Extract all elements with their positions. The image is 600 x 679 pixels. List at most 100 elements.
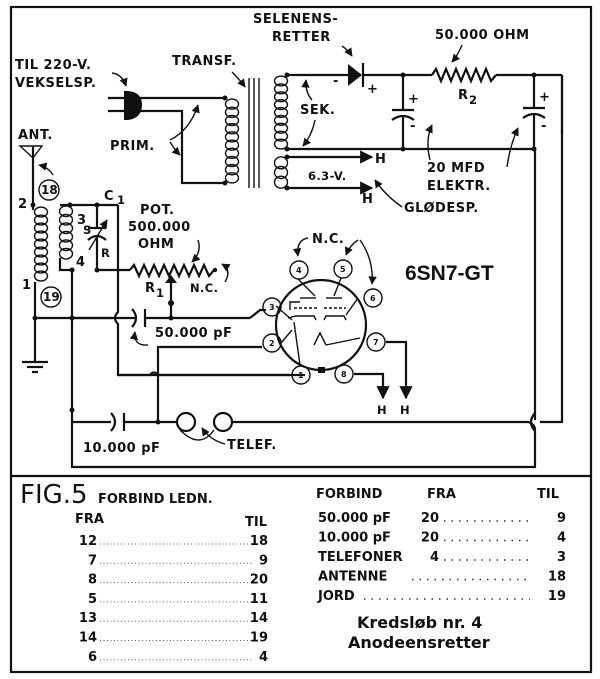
pot-arrow bbox=[191, 239, 201, 263]
svg-text:19: 19 bbox=[250, 631, 268, 646]
cap-50000-label: 50.000 pF bbox=[155, 326, 232, 341]
selenium-rectifier bbox=[345, 63, 400, 87]
variable-capacitor-c1 bbox=[87, 205, 108, 270]
capacitor-10000pf bbox=[110, 412, 176, 432]
svg-text:14: 14 bbox=[79, 631, 97, 646]
antenna-coil bbox=[33, 206, 49, 282]
tube-pin-6: 6 bbox=[363, 288, 383, 308]
tube-nc-label: N.C. bbox=[312, 232, 344, 247]
component-table-row: JORD 19 bbox=[317, 589, 566, 604]
svg-text:20: 20 bbox=[250, 573, 268, 588]
component-col-component: FORBIND bbox=[316, 487, 383, 502]
potentiometer-r1 bbox=[129, 262, 218, 306]
svg-text:4: 4 bbox=[296, 266, 302, 275]
c1-stator: S bbox=[83, 223, 92, 237]
terminal-18 bbox=[38, 179, 60, 201]
headphones-label: TELEF. bbox=[227, 438, 277, 453]
heater-terminal-h2: H bbox=[362, 192, 373, 207]
mains-label-1: TIL 220-V. bbox=[15, 58, 91, 73]
rectifier-label-1: SELENENS- bbox=[253, 12, 338, 27]
mains-plug bbox=[108, 91, 142, 120]
tube-pin-4: 4 bbox=[289, 260, 309, 280]
tube-pin-3: 3 bbox=[262, 297, 282, 317]
svg-text:13: 13 bbox=[79, 611, 97, 626]
svg-text:8: 8 bbox=[88, 573, 97, 588]
svg-text:6: 6 bbox=[88, 650, 97, 665]
transformer-core bbox=[248, 78, 260, 188]
svg-text:4: 4 bbox=[259, 650, 268, 665]
c1-sub: 1 bbox=[117, 193, 125, 207]
r2-name: R bbox=[458, 88, 469, 103]
heater-supply-label: GLØDESP. bbox=[404, 201, 479, 216]
b-plus-return bbox=[540, 420, 564, 424]
coil-terminal-2: 2 bbox=[18, 197, 28, 212]
capacitor-50000pf bbox=[118, 308, 266, 328]
svg-text:7: 7 bbox=[373, 338, 379, 347]
terminal-19 bbox=[40, 286, 62, 308]
r2-sub: 2 bbox=[469, 93, 477, 107]
svg-text:4: 4 bbox=[557, 531, 566, 546]
svg-text:6: 6 bbox=[370, 294, 376, 303]
headphones-icon bbox=[175, 411, 234, 441]
headphones-arrow bbox=[201, 427, 226, 445]
electrolytic-arrow-1 bbox=[424, 124, 433, 161]
tube-pin-1: 1 bbox=[291, 365, 311, 385]
tube-nc-arrow-3 bbox=[359, 239, 377, 285]
svg-text:18: 18 bbox=[41, 183, 58, 197]
tube-pin-7: 7 bbox=[366, 332, 386, 352]
primary-arrow-1 bbox=[169, 104, 200, 141]
primary-label: PRIM. bbox=[110, 139, 155, 154]
svg-text:2: 2 bbox=[269, 339, 275, 348]
electrolytic-label-1: 20 MFD bbox=[427, 161, 485, 176]
wiring-table-row: 8 20 bbox=[88, 573, 268, 588]
svg-text:8: 8 bbox=[341, 370, 347, 379]
svg-text:JORD: JORD bbox=[317, 589, 355, 604]
svg-text:3: 3 bbox=[269, 303, 275, 312]
coil-terminal-4: 4 bbox=[76, 255, 86, 270]
grid-coil bbox=[58, 205, 74, 260]
svg-text:50.000 pF: 50.000 pF bbox=[318, 511, 391, 526]
cap1-plus: + bbox=[408, 92, 419, 107]
tube-pin-8: 8 bbox=[334, 364, 354, 384]
svg-text:5: 5 bbox=[340, 265, 346, 274]
wiring-table-heading: FORBIND LEDN. bbox=[98, 492, 213, 507]
c1-rotor: R bbox=[101, 246, 110, 260]
filter-capacitor-1 bbox=[391, 75, 415, 149]
svg-text:TELEFONER: TELEFONER bbox=[318, 550, 403, 565]
cap1-minus: - bbox=[410, 119, 416, 134]
primary-wire-bottom bbox=[140, 109, 225, 185]
rectifier-minus: - bbox=[333, 74, 339, 89]
svg-text:1: 1 bbox=[298, 371, 304, 380]
electrolytic-label-2: ELEKTR. bbox=[427, 179, 491, 194]
transformer-label: TRANSF. bbox=[172, 54, 237, 69]
wiring-col-to: TIL bbox=[245, 515, 267, 530]
cap-10000-label: 10.000 pF bbox=[83, 441, 160, 456]
pin7-heater-h: H bbox=[400, 403, 410, 417]
svg-text:20: 20 bbox=[421, 531, 439, 546]
pin7-heater-wire bbox=[386, 340, 413, 400]
svg-text:19: 19 bbox=[548, 589, 566, 604]
figure-number: FIG.5 bbox=[20, 480, 88, 510]
svg-text:7: 7 bbox=[88, 553, 97, 568]
rectifier-plus: + bbox=[367, 82, 378, 97]
secondary-coil bbox=[273, 75, 289, 150]
b-minus-hop bbox=[70, 412, 537, 469]
r1-sub: 1 bbox=[156, 286, 164, 300]
coil-terminal-1: 1 bbox=[22, 278, 32, 293]
tube-pin-2: 2 bbox=[262, 333, 282, 353]
pot-label-1: POT. bbox=[140, 203, 174, 218]
tube-6sn7 bbox=[274, 277, 368, 373]
component-col-from: FRA bbox=[427, 487, 456, 502]
transformer-arrow bbox=[231, 71, 246, 88]
headphone-return-wire bbox=[232, 420, 537, 431]
svg-text:9: 9 bbox=[259, 553, 268, 568]
secondary-arrow-2 bbox=[302, 119, 316, 147]
footer-line-1: Kredsløb nr. 4 bbox=[357, 613, 482, 632]
secondary-label: SEK. bbox=[300, 103, 335, 118]
